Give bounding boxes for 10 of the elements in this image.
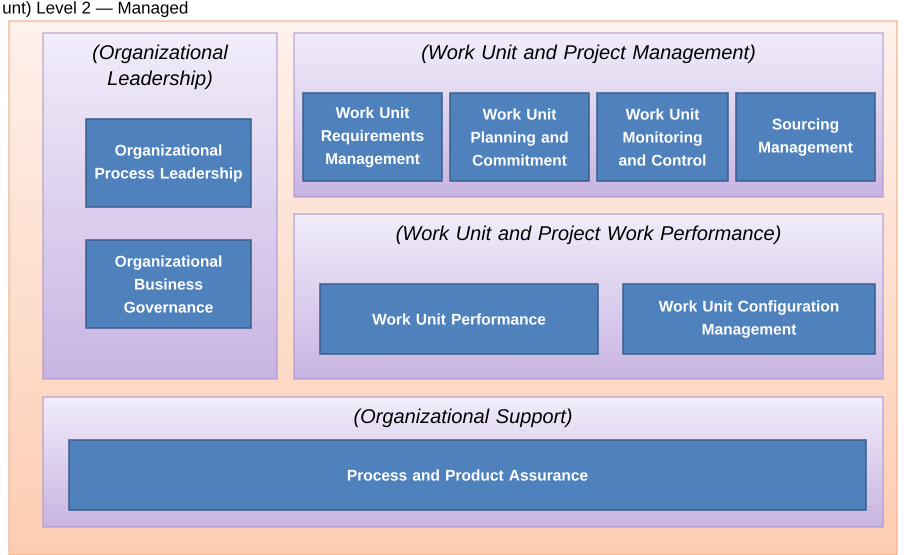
process-box: Work Unit Planning and Commitment <box>449 92 590 182</box>
process-box: Work Unit Configuration Management <box>622 283 876 355</box>
process-box: Work Unit Performance <box>319 283 599 355</box>
process-box: Organizational Business Governance <box>85 239 252 329</box>
process-box: Sourcing Management <box>735 92 876 182</box>
process-box: Work Unit Requirements Management <box>302 92 443 182</box>
process-box: Organizational Process Leadership <box>85 118 252 208</box>
process-box: Process and Product Assurance <box>68 439 867 511</box>
title: unt) Level 2 — Managed <box>3 1 188 18</box>
process-box: Work Unit Monitoring and Control <box>596 92 729 182</box>
